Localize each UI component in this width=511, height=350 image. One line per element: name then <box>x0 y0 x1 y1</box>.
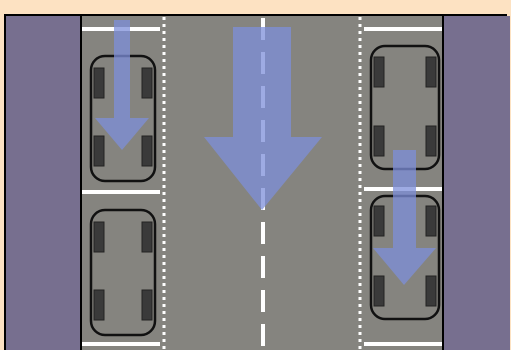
main-road-arrow <box>204 27 322 210</box>
wheel <box>93 289 105 321</box>
right-sidewalk <box>443 16 510 350</box>
wheel <box>93 135 105 167</box>
car-right-top <box>369 44 441 171</box>
wheel <box>141 289 153 321</box>
car-left-bottom <box>89 208 157 337</box>
right-parking-lane-arrow <box>373 150 436 285</box>
wheel <box>93 221 105 253</box>
wheel <box>373 205 385 237</box>
car-body <box>89 208 157 337</box>
wheel <box>141 135 153 167</box>
wheel <box>141 67 153 99</box>
wheel <box>93 67 105 99</box>
left-sidewalk <box>6 16 81 350</box>
left-parking-lane-arrow <box>95 20 149 150</box>
wheel <box>425 275 437 307</box>
wheel <box>373 56 385 88</box>
wheel <box>373 125 385 157</box>
wheel <box>425 205 437 237</box>
wheel <box>373 275 385 307</box>
wheel <box>141 221 153 253</box>
wheel <box>425 125 437 157</box>
wheel <box>425 56 437 88</box>
